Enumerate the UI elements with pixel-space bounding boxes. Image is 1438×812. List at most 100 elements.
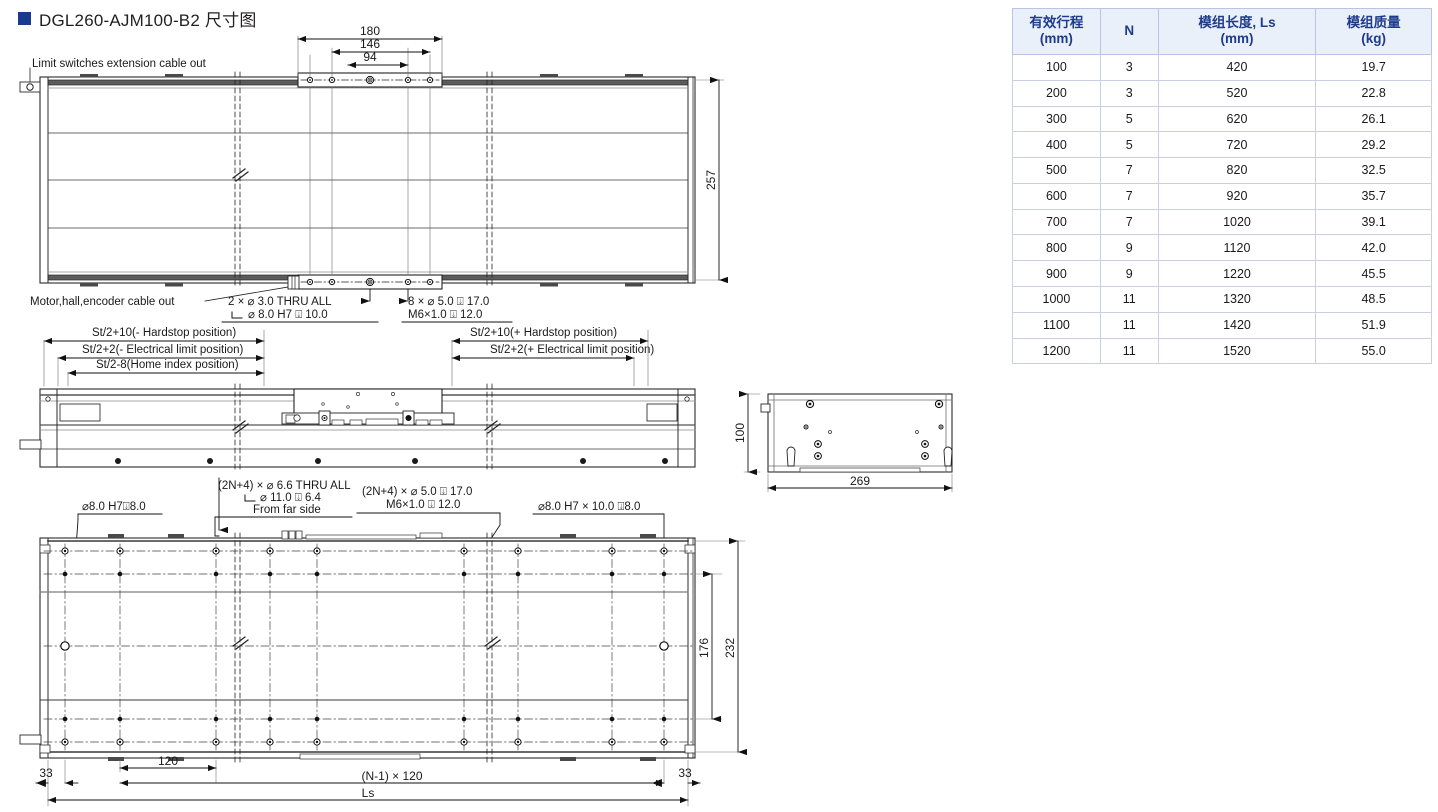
table-cell-stroke: 300 <box>1012 105 1101 133</box>
table-cell-mass: 55.0 <box>1315 337 1432 365</box>
top-view-callout-bottom-left: Motor,hall,encoder cable out <box>30 296 175 308</box>
table-cell-stroke: 600 <box>1012 182 1101 210</box>
note-far-right: ⌀8.0 H7 × 10.0 ⍗8.0 <box>538 501 640 513</box>
table-cell-n: 7 <box>1099 208 1159 236</box>
note-far-left: ⌀8.0 H7⍗8.0 <box>82 501 146 513</box>
table-cell-length: 1420 <box>1157 311 1317 339</box>
table-cell-mass: 48.5 <box>1315 285 1432 313</box>
dim-33-left: 33 <box>39 766 53 780</box>
dim-elimit-minus: St/2+2(- Electrical limit position) <box>82 344 244 356</box>
table-cell-n: 7 <box>1099 157 1159 184</box>
dim-94: 94 <box>363 50 377 64</box>
top-view-group: Limit switches extension cable out <box>19 24 728 323</box>
table-cell-n: 5 <box>1099 105 1159 133</box>
table-cell-stroke: 1000 <box>1012 285 1101 313</box>
table-cell-stroke: 1100 <box>1012 311 1101 339</box>
table-cell-mass: 26.1 <box>1315 105 1432 133</box>
dim-elimit-plus: St/2+2(+ Electrical limit position) <box>490 344 654 356</box>
table-header-row: 有效行程 (mm) N 模组长度, Ls (mm) 模组质量 (kg) <box>1012 8 1432 55</box>
page-title: DGL260-AJM100-B2 尺寸图 <box>18 6 257 31</box>
dim-146: 146 <box>360 37 380 51</box>
table-cell-length: 820 <box>1157 157 1317 184</box>
table-header-n-l1: N <box>1124 23 1135 39</box>
dim-100: 100 <box>733 423 747 443</box>
table-cell-length: 620 <box>1157 105 1317 133</box>
table-cell-length: 420 <box>1157 53 1317 81</box>
note-right-line2: M6×1.0 ⍗ 12.0 <box>408 309 482 321</box>
top-view-note-left: 2 × ⌀ 3.0 THRU ALL ⌀ 8.0 H7 ⍗ 10.0 <box>221 296 379 323</box>
table-cell-length: 720 <box>1157 131 1317 159</box>
table-cell-stroke: 400 <box>1012 131 1101 159</box>
table-cell-n: 3 <box>1099 53 1159 81</box>
note-center-line2: ⌀ 11.0 ⍗ 6.4 <box>260 492 322 504</box>
note-center-line1: (2N+4) × ⌀ 6.6 THRU ALL <box>218 480 351 492</box>
table-cell-stroke: 500 <box>1012 157 1101 184</box>
table-cell-n: 7 <box>1099 182 1159 210</box>
table-cell-stroke: 800 <box>1012 234 1101 262</box>
dim-ls: Ls <box>362 786 375 800</box>
table-cell-mass: 22.8 <box>1315 79 1432 107</box>
table-cell-length: 1220 <box>1157 260 1317 287</box>
table-cell-stroke: 900 <box>1012 260 1101 287</box>
dim-180: 180 <box>360 24 380 38</box>
table-cell-mass: 51.9 <box>1315 311 1432 339</box>
note-center2-line1: (2N+4) × ⌀ 5.0 ⍗ 17.0 <box>362 486 472 498</box>
table-header-n: N <box>1099 8 1159 55</box>
dim-n-minus-1: (N-1) × 120 <box>361 769 422 783</box>
note-right-line1: 8 × ⌀ 5.0 ⍗ 17.0 <box>408 296 489 308</box>
table-header-length-l2: (mm) <box>1220 31 1254 47</box>
table-cell-n: 11 <box>1099 337 1159 365</box>
dim-hardstop-minus: St/2+10(- Hardstop position) <box>92 327 236 339</box>
table-cell-length: 520 <box>1157 79 1317 107</box>
dim-hardstop-plus: St/2+10(+ Hardstop position) <box>470 327 617 339</box>
dim-176: 176 <box>697 638 711 658</box>
table-cell-length: 1020 <box>1157 208 1317 236</box>
note-center-line3: From far side <box>253 504 321 516</box>
title-marker-icon <box>18 12 31 25</box>
table-cell-mass: 19.7 <box>1315 53 1432 81</box>
table-cell-stroke: 200 <box>1012 79 1101 107</box>
table-header-mass: 模组质量 (kg) <box>1315 8 1432 55</box>
page-title-text: DGL260-AJM100-B2 尺寸图 <box>39 11 257 30</box>
dim-home: St/2-8(Home index position) <box>96 359 239 371</box>
table-header-length-l1: 模组长度, Ls <box>1198 15 1276 30</box>
table-cell-stroke: 1200 <box>1012 337 1101 365</box>
note-left-line2: ⌀ 8.0 H7 ⍗ 10.0 <box>248 309 328 321</box>
top-view-note-right: 8 × ⌀ 5.0 ⍗ 17.0 M6×1.0 ⍗ 12.0 <box>401 296 513 323</box>
front-view-group: St/2+10(- Hardstop position) St/2+2(- El… <box>19 327 696 473</box>
table-cell-n: 11 <box>1099 311 1159 339</box>
dim-232: 232 <box>723 638 737 658</box>
table-cell-length: 1320 <box>1157 285 1317 313</box>
table-header-stroke-l1: 有效行程 <box>1029 15 1084 30</box>
table-cell-length: 920 <box>1157 182 1317 210</box>
table-cell-n: 9 <box>1099 260 1159 287</box>
dim-120: 120 <box>158 754 178 768</box>
note-left-line1: 2 × ⌀ 3.0 THRU ALL <box>228 296 332 308</box>
table-header-stroke-l2: (mm) <box>1039 31 1073 47</box>
table-cell-n: 9 <box>1099 234 1159 262</box>
table-cell-mass: 45.5 <box>1315 260 1432 287</box>
table-header-length: 模组长度, Ls (mm) <box>1157 8 1317 55</box>
dim-33-right: 33 <box>678 766 692 780</box>
table-cell-length: 1520 <box>1157 337 1317 365</box>
bottom-view-group: ⌀8.0 H7⍗8.0 (2N+4) × ⌀ 6.6 THRU ALL ⌀ 11… <box>19 477 747 807</box>
dim-269: 269 <box>850 474 870 488</box>
table-cell-stroke: 700 <box>1012 208 1101 236</box>
top-view-callout-left: Limit switches extension cable out <box>32 58 207 70</box>
table-cell-n: 3 <box>1099 79 1159 107</box>
table-header-stroke: 有效行程 (mm) <box>1012 8 1101 55</box>
